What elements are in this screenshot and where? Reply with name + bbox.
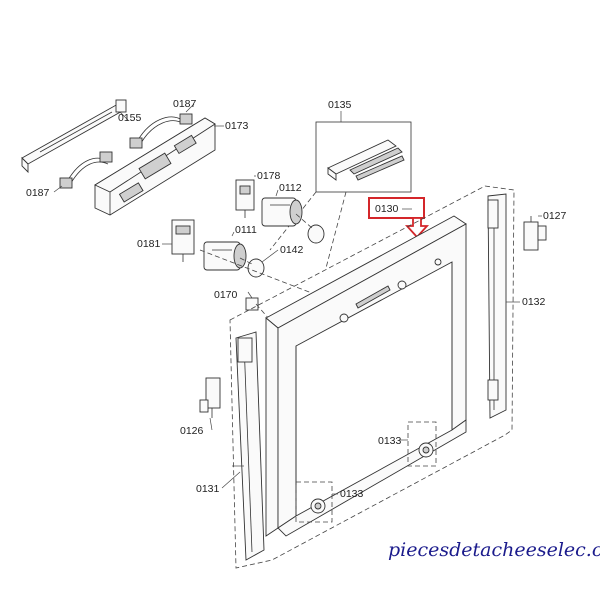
callout-0170: 0170: [214, 289, 238, 301]
part-0133-hinge-bottom: [295, 481, 333, 523]
assembly-outline: [229, 185, 515, 569]
part-0173-control-module: [94, 117, 216, 216]
part-0187-cable-bottom: [59, 151, 113, 189]
callout-0111: 0111: [235, 224, 257, 236]
detail-box-0135: [315, 121, 412, 193]
callout-0187-top: 0187: [173, 98, 197, 110]
part-0181-relay-block: [171, 219, 195, 262]
part-0187-cable-top: [129, 113, 193, 149]
callout-0126: 0126: [180, 425, 204, 437]
part-0133-hinge-right: [407, 421, 437, 467]
callout-0142: 0142: [280, 244, 304, 256]
part-0112-rotary-switch: [261, 197, 303, 227]
callout-0155: 0155: [118, 112, 142, 124]
part-0127-clip: [523, 216, 547, 251]
part-0155-rail: [21, 99, 127, 174]
part-0111-rotary-switch: [203, 241, 247, 271]
callout-0135: 0135: [328, 99, 352, 111]
callout-0112: 0112: [279, 182, 302, 194]
part-0135-keypad: [327, 139, 405, 181]
callout-0133-right: 0133: [378, 435, 402, 447]
highlight-box-0130: [368, 197, 425, 219]
watermark-text: piecesdetacheeselec.com: [388, 539, 600, 561]
callout-0127: 0127: [543, 210, 567, 222]
part-0126-clip: [199, 377, 221, 418]
callout-0178: 0178: [257, 170, 281, 182]
callout-0130: 0130: [375, 203, 399, 215]
callout-0131: 0131: [196, 483, 220, 495]
callout-0181: 0181: [137, 238, 161, 250]
callout-0173: 0173: [225, 120, 249, 132]
part-0178-bracket: [235, 179, 255, 218]
part-0132-side-panel-right: [487, 193, 507, 419]
part-0111-ring: [247, 258, 265, 278]
callout-0133-bottom: 0133: [340, 488, 364, 500]
part-0131-side-panel-left: [235, 331, 265, 561]
part-0112-ring: [307, 224, 325, 244]
callout-0187-bottom: 0187: [26, 187, 50, 199]
callout-0132: 0132: [522, 296, 546, 308]
arrow-down-icon: [404, 217, 430, 239]
